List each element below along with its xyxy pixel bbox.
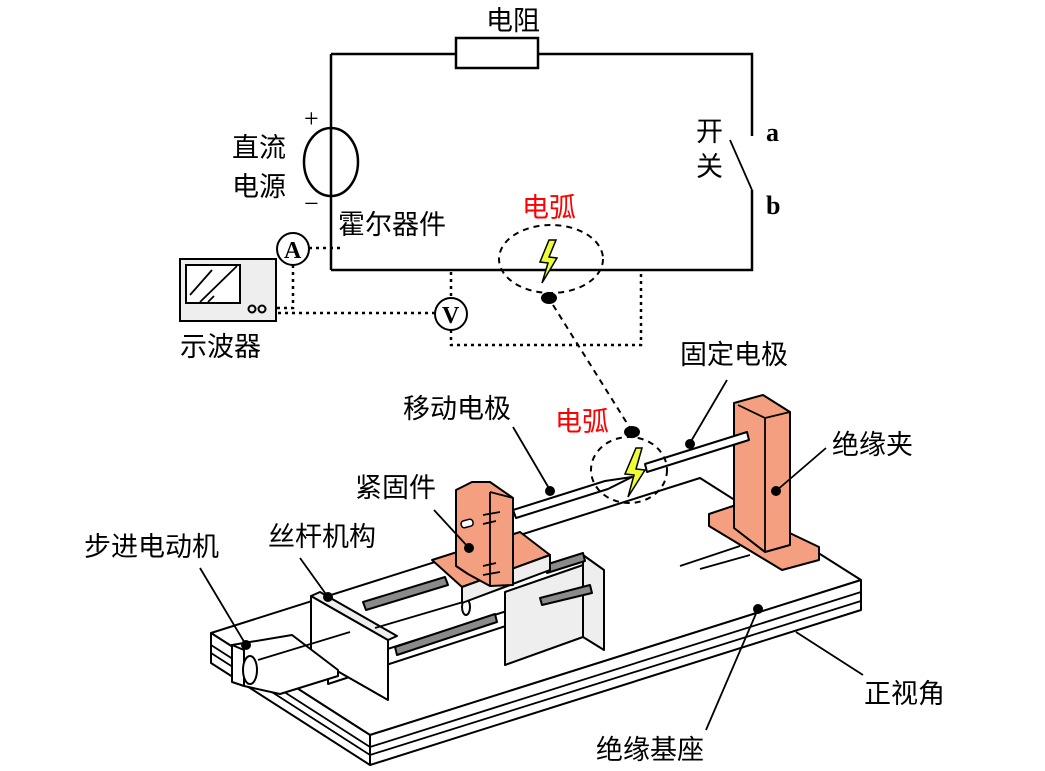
lead-screw-rod-1 bbox=[362, 576, 449, 611]
switch-label-line2: 关 bbox=[696, 152, 723, 183]
wire-top-right bbox=[538, 52, 754, 136]
insulating-clamp-dot bbox=[771, 486, 781, 496]
scope-knob-1 bbox=[247, 304, 257, 314]
insulating-base-dot bbox=[753, 604, 763, 614]
stepper-motor-label: 步进电动机 bbox=[84, 532, 219, 563]
moving-electrode-rod bbox=[512, 476, 633, 519]
lead-screw-dot bbox=[323, 592, 333, 602]
apparatus-arc-label: 电弧 bbox=[555, 407, 609, 438]
front-view-label: 正视角 bbox=[864, 679, 945, 710]
lead-screw-rod-4 bbox=[539, 584, 593, 606]
resistor-label: 电阻 bbox=[486, 6, 540, 37]
scope-knob-2 bbox=[257, 304, 267, 314]
circuit-arc-label: 电弧 bbox=[522, 193, 576, 224]
lead-screw-leader bbox=[299, 557, 329, 598]
motor-shaft-icon bbox=[242, 655, 258, 685]
moving-electrode-dot bbox=[545, 486, 555, 496]
lead-screw-rod-2 bbox=[394, 613, 498, 656]
hall-device-label: 霍尔器件 bbox=[338, 210, 446, 241]
moving-electrode-leader bbox=[512, 426, 551, 491]
apparatus-arc-marker bbox=[624, 426, 640, 438]
resistor bbox=[454, 36, 540, 70]
circuit-spark-icon bbox=[538, 239, 559, 284]
source-minus-sign: − bbox=[304, 189, 319, 218]
fixed-electrode-dot bbox=[685, 439, 695, 449]
apparatus: 电弧 固定电极 移动电极 绝缘夹 紧固件 丝杆机构 步进电动机 正视角 绝缘基座 bbox=[84, 340, 945, 766]
screen-glare bbox=[189, 265, 238, 303]
fastener-label: 紧固件 bbox=[355, 473, 436, 504]
fixed-electrode-leader bbox=[689, 379, 728, 444]
insulating-base-leader bbox=[705, 608, 759, 731]
switch-label-line1: 开 bbox=[696, 117, 723, 148]
source-label-line2: 电源 bbox=[232, 172, 286, 203]
ammeter-to-scope-wire bbox=[275, 265, 295, 310]
voltmeter-symbol: V bbox=[442, 303, 460, 329]
fastener-leader bbox=[433, 509, 470, 549]
wire-bottom bbox=[331, 190, 754, 272]
source-plus-sign: + bbox=[304, 104, 319, 133]
stepper-motor-leader bbox=[199, 567, 247, 646]
lead-screw-frame bbox=[310, 552, 605, 701]
fixed-electrode-rod bbox=[644, 431, 750, 473]
insulating-base-label: 绝缘基座 bbox=[596, 735, 704, 766]
circuit-schematic: 电阻 + − 直流 电源 开 关 a b 霍尔器件 电弧 A V bbox=[179, 6, 780, 429]
ammeter-symbol: A bbox=[284, 238, 302, 264]
stepper-motor bbox=[231, 631, 351, 695]
voltmeter-probe-right bbox=[449, 272, 643, 347]
circuit-arc-marker bbox=[541, 292, 557, 304]
fastener bbox=[455, 481, 514, 587]
lead-screw-label: 丝杆机构 bbox=[268, 522, 376, 553]
switch-terminal-a: a bbox=[766, 118, 779, 147]
arc-link-line bbox=[552, 304, 631, 429]
switch-blade bbox=[729, 139, 753, 191]
apparatus-spark-icon bbox=[623, 447, 647, 498]
switch-terminal-b: b bbox=[766, 191, 780, 220]
insulating-clamp-leader bbox=[775, 447, 827, 492]
moving-electrode-label: 移动电极 bbox=[403, 394, 511, 425]
dc-source-symbol bbox=[302, 126, 360, 198]
oscilloscope-label: 示波器 bbox=[180, 332, 261, 363]
source-label-line1: 直流 bbox=[232, 133, 286, 164]
fastener-dot bbox=[464, 543, 474, 553]
insulating-clamp-label: 绝缘夹 bbox=[832, 430, 913, 461]
stepper-motor-dot bbox=[241, 640, 251, 650]
front-view-leader bbox=[795, 631, 864, 676]
fixed-electrode-label: 固定电极 bbox=[680, 340, 788, 371]
